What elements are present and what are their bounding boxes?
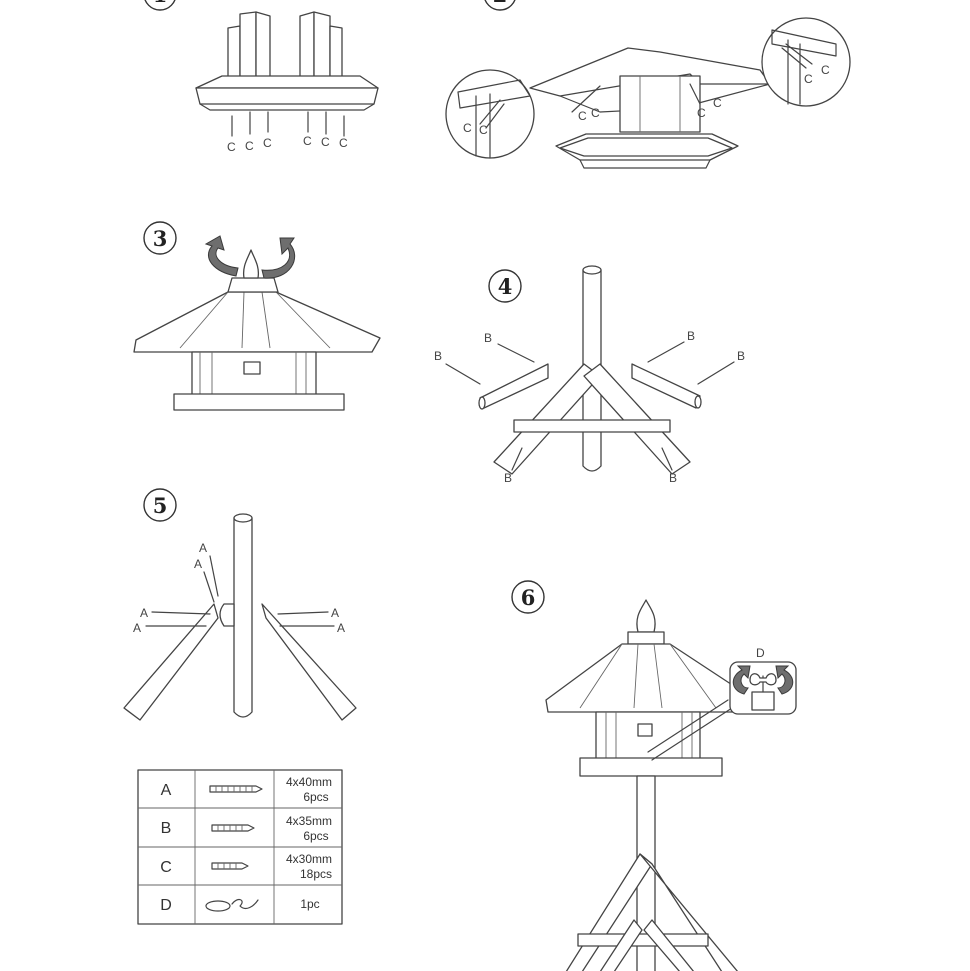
screw-label-c: C [578, 109, 587, 123]
part-letter: B [161, 820, 172, 837]
part-label-d: D [756, 646, 765, 660]
rotate-arrows-icon [204, 235, 296, 279]
screw-icon [209, 785, 263, 793]
screw-label-b: B [737, 349, 745, 363]
screw-label-c: C [263, 136, 272, 150]
feeder-roof-upside-down [195, 11, 379, 111]
part-letter: D [160, 897, 172, 914]
part-size: 4x35mm [286, 814, 332, 828]
part-qty: 18pcs [300, 867, 332, 881]
step-6-panel: 6 [511, 580, 797, 971]
screw-label-b: B [687, 329, 695, 343]
step-5-number: 5 [153, 493, 168, 518]
screw-label-c: C [713, 96, 722, 110]
stand-legs-assembly [478, 265, 702, 475]
feeder-roof-frame [529, 47, 771, 169]
screw-label-a: A [337, 621, 345, 635]
detail-magnifier-left [445, 69, 535, 159]
step-1-screw-labels: C C C C C C [227, 134, 348, 154]
step-4-badge: 4 [488, 269, 522, 303]
wing-nut-detail: D [729, 646, 797, 715]
screw-label-a: A [133, 621, 141, 635]
screw-label-c: C [804, 72, 813, 86]
screw-label-a: A [140, 606, 148, 620]
part-qty: 6pcs [303, 829, 328, 843]
screw-label-c: C [339, 136, 348, 150]
screw-label-a: A [199, 541, 207, 555]
step-2-number: 2 [493, 0, 508, 7]
screw-label-a: A [194, 557, 202, 571]
step-5-badge: 5 [143, 488, 177, 522]
table-row: D 1pc [160, 897, 319, 914]
screw-icon [211, 824, 255, 832]
step-4-screw-labels: B B B B B B [434, 329, 745, 485]
screw-label-c: C [591, 106, 600, 120]
screw-label-c: C [479, 123, 488, 137]
screw-label-a: A [331, 606, 339, 620]
screw-label-c: C [821, 63, 830, 77]
screw-label-c: C [227, 140, 236, 154]
screw-icon [211, 862, 249, 870]
screw-label-c: C [321, 135, 330, 149]
step-4-panel: 4 B B B [434, 265, 745, 485]
screw-label-b: B [504, 471, 512, 485]
screw-label-c: C [303, 134, 312, 148]
part-size: 4x40mm [286, 775, 332, 789]
step-3-number: 3 [153, 226, 168, 251]
part-letter: A [161, 782, 172, 799]
step-2-screw-labels: C C C C C C C C [463, 63, 830, 137]
screw-label-b: B [669, 471, 677, 485]
table-row: B 4x35mm 6pcs [161, 814, 332, 843]
wing-nut-icon [205, 898, 259, 912]
step-2-panel: 2 [445, 0, 851, 169]
step-5-panel: 5 A A A A A A [123, 488, 357, 721]
step-6-number: 6 [521, 585, 536, 610]
step-3-panel: 3 [133, 221, 381, 411]
table-row: C 4x30mm 18pcs [160, 852, 332, 881]
step-1-number: 1 [153, 0, 168, 7]
screw-label-c: C [697, 106, 706, 120]
part-size: 4x30mm [286, 852, 332, 866]
step-1-badge: 1 [144, 0, 176, 11]
table-row: A 4x40mm 6pcs [161, 775, 332, 804]
parts-table: A 4x40mm 6pcs B 4x35mm 6pcs C 4x30mm [137, 769, 343, 925]
screw-label-b: B [434, 349, 442, 363]
assembled-bird-feeder [545, 599, 747, 971]
detail-magnifier-right [761, 17, 851, 107]
stand-pole-assembly [123, 513, 357, 721]
screw-label-c: C [245, 139, 254, 153]
screw-label-b: B [484, 331, 492, 345]
step-3-badge: 3 [143, 221, 177, 255]
rotate-arrows-icon [732, 665, 794, 695]
part-qty: 6pcs [303, 790, 328, 804]
screw-label-c: C [463, 121, 472, 135]
step-2-badge: 2 [484, 0, 516, 11]
step-1-panel: 1 C C C C C C [144, 0, 379, 154]
step-6-badge: 6 [511, 580, 545, 614]
step-4-screws [445, 341, 735, 471]
step-5-screw-labels: A A A A A A [133, 541, 345, 635]
feeder-house [133, 249, 381, 411]
part-letter: C [160, 859, 172, 876]
part-qty: 1pc [300, 897, 319, 911]
step-4-number: 4 [498, 274, 513, 299]
step-1-screws [231, 111, 345, 137]
step-5-screws [145, 555, 335, 627]
